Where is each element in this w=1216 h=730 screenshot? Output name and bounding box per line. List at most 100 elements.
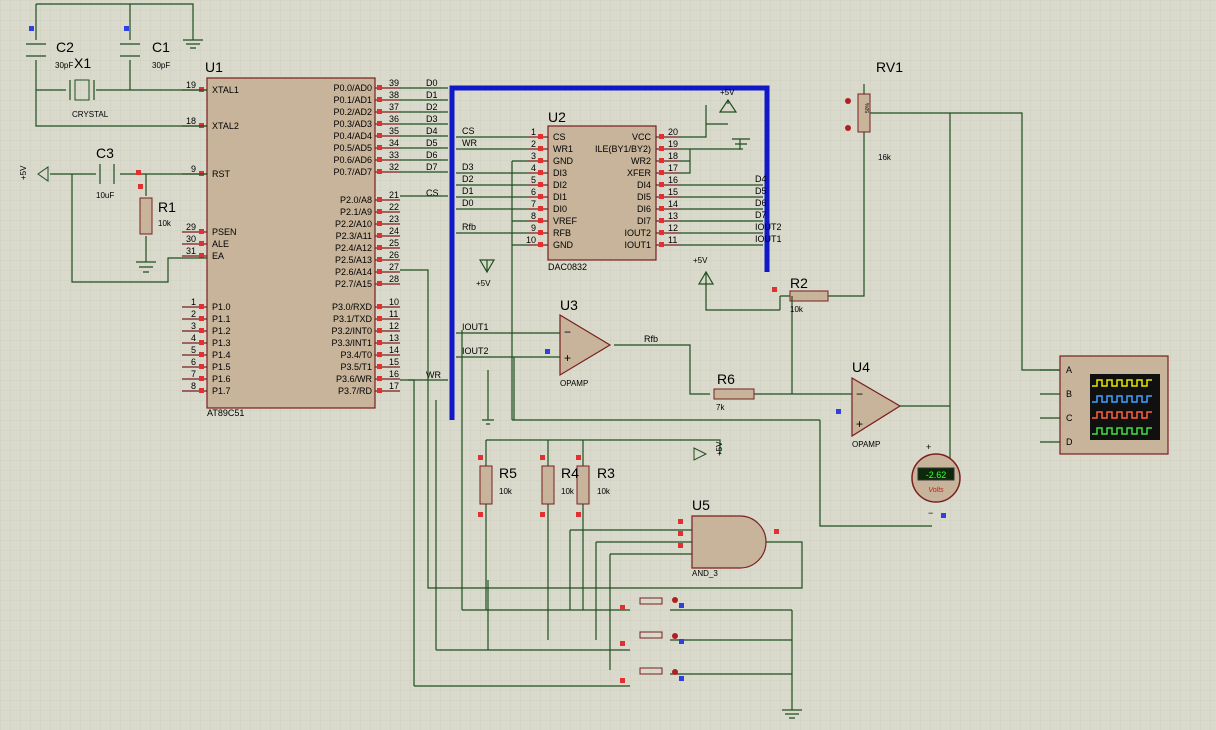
scope-ch-b: B [1066, 389, 1072, 399]
dac-in-label-d2: D2 [462, 174, 474, 184]
c2-value: 30pF [55, 61, 73, 70]
pin-markers [29, 26, 946, 683]
bus-label-d0: D0 [426, 78, 438, 88]
u1-pin-name: RST [212, 169, 231, 179]
scope-trace-c [1092, 411, 1152, 419]
u5-wires [400, 269, 803, 670]
scope-ch-a: A [1066, 365, 1072, 375]
u2-pin-marker [538, 146, 543, 151]
u2-pin-marker [538, 206, 543, 211]
u1-pin-marker [377, 133, 382, 138]
u1-pin-number: 24 [389, 226, 399, 236]
iout1-label: IOUT1 [462, 322, 489, 332]
u1-pin-marker [199, 364, 204, 369]
svg-text:−: − [928, 508, 933, 518]
dac-out-label-iout2: IOUT2 [755, 222, 782, 232]
u1-pin-name: P3.3/INT1 [331, 338, 372, 348]
u2-pin-number: 17 [668, 163, 678, 173]
u2-pin-name: DI6 [637, 204, 651, 214]
scope-ch-d: D [1066, 437, 1073, 447]
u4-type: OPAMP [852, 440, 880, 449]
x1-ref: X1 [74, 55, 91, 71]
u1-pin-marker [199, 328, 204, 333]
u1-pin-name: P1.5 [212, 362, 231, 372]
u1-pin-number: 14 [389, 345, 399, 355]
u1-pin-marker [377, 316, 382, 321]
u1-pin-name: P2.1/A9 [340, 207, 372, 217]
u2-pin-number: 6 [531, 187, 536, 197]
push-buttons[interactable] [408, 330, 802, 719]
svg-text:+5V: +5V [693, 256, 708, 265]
u1-pin-number: 27 [389, 262, 399, 272]
dac-in-label-d0: D0 [462, 198, 474, 208]
c3-ref: C3 [96, 145, 114, 161]
u1-pin-name: P3.2/INT0 [331, 326, 372, 336]
dac-out-label-d5: D5 [755, 186, 767, 196]
r6-ref: R6 [717, 371, 735, 387]
r5-value: 10k [499, 487, 513, 496]
bus-label-d4: D4 [426, 126, 438, 136]
u1-pin-marker [377, 245, 382, 250]
u1-pin-name: P1.0 [212, 302, 231, 312]
u1-pin-marker [199, 388, 204, 393]
u4-opamp[interactable]: − + U4 OPAMP [851, 359, 902, 449]
u2-pin-number: 19 [668, 139, 678, 149]
u1-pin-marker [377, 304, 382, 309]
u1-pin-marker [377, 85, 382, 90]
u1-pin-marker [377, 352, 382, 357]
x1-type: CRYSTAL [72, 110, 109, 119]
u1-pin-number: 35 [389, 126, 399, 136]
u1-pin-name: XTAL1 [212, 85, 239, 95]
u2-pin-name: XFER [627, 168, 652, 178]
dac-out-label-d6: D6 [755, 198, 767, 208]
cs-label-u1: CS [426, 188, 439, 198]
u1-pin-number: 38 [389, 90, 399, 100]
u2-pin-marker [538, 218, 543, 223]
u1-pin-marker [199, 253, 204, 258]
data-bus [449, 85, 770, 420]
u2-pin-marker [659, 218, 664, 223]
u1-pin-number: 4 [191, 333, 196, 343]
u5-and-gate[interactable]: U5 AND_3 [691, 497, 767, 578]
u1-pin-number: 26 [389, 250, 399, 260]
u1-pin-name: P0.1/AD1 [333, 95, 372, 105]
bus-label-d6: D6 [426, 150, 438, 160]
u1-pin-marker [199, 241, 204, 246]
voltmeter[interactable]: -2.62 Volts + − [911, 442, 961, 518]
u1-pin-number: 28 [389, 274, 399, 284]
dac-in-label-rfb: Rfb [462, 222, 476, 232]
ground-dac-right [732, 138, 750, 150]
rv1-potentiometer[interactable]: 50% RV1 16k [845, 59, 1060, 371]
oscilloscope[interactable]: A B C D [1040, 355, 1169, 455]
u2-pin-number: 7 [531, 199, 536, 209]
u1-pin-name: P3.1/TXD [333, 314, 373, 324]
u2-pin-marker [659, 206, 664, 211]
u1-pin-name: P2.0/A8 [340, 195, 372, 205]
r1-ref: R1 [158, 199, 176, 215]
u1-pin-number: 23 [389, 214, 399, 224]
u2-pin-name: IOUT1 [624, 240, 651, 250]
vcc-arrow-dac: +5V [718, 88, 738, 113]
u2-pin-marker [659, 146, 664, 151]
bus-label-d2: D2 [426, 102, 438, 112]
svg-text:−: − [564, 325, 571, 339]
u3-type: OPAMP [560, 379, 588, 388]
dac-in-label-wr: WR [462, 138, 477, 148]
oscillator-section [26, 3, 207, 127]
u1-pin-marker [377, 121, 382, 126]
u2-pin-name: GND [553, 156, 574, 166]
u3-opamp[interactable]: − + U3 OPAMP [559, 297, 612, 388]
u2-pin-name: GND [553, 240, 574, 250]
u1-pin-name: P0.7/AD7 [333, 167, 372, 177]
u1-pin-number: 12 [389, 321, 399, 331]
u1-pin-name: P2.2/A10 [335, 219, 372, 229]
u1-pin-name: P1.4 [212, 350, 231, 360]
u1-pin-name: P3.6/WR [336, 374, 373, 384]
u2-pin-name: VREF [553, 216, 578, 226]
u1-pin-number: 19 [186, 80, 196, 90]
rv1-value: 16k [878, 153, 892, 162]
u1-pin-name: P1.6 [212, 374, 231, 384]
u1-pin-number: 13 [389, 333, 399, 343]
